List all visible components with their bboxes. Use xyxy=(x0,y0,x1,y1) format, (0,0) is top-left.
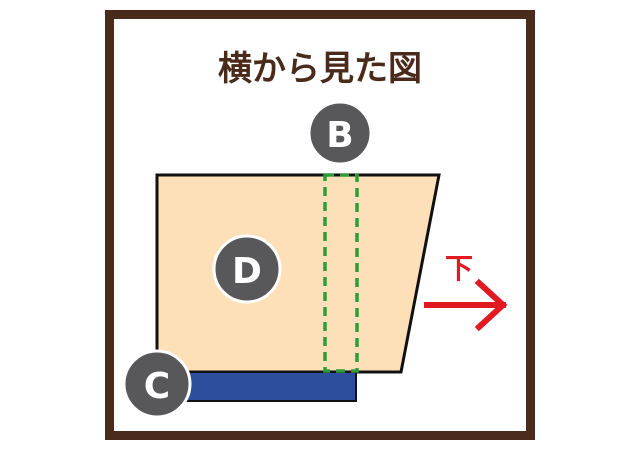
marker-d: D xyxy=(212,234,282,304)
marker-b: B xyxy=(307,100,373,166)
base-bar-c xyxy=(183,371,357,402)
diagram-title: 横から見た図 xyxy=(218,49,422,89)
marker-d-label: D xyxy=(232,251,262,292)
marker-c-label: C xyxy=(144,366,170,407)
marker-c: C xyxy=(122,349,192,419)
body-shape-d xyxy=(155,173,441,374)
direction-label: 下 xyxy=(445,252,473,285)
arrow-right-icon xyxy=(424,278,508,332)
marker-b-label: B xyxy=(326,115,353,156)
dashed-region-b xyxy=(323,173,359,373)
